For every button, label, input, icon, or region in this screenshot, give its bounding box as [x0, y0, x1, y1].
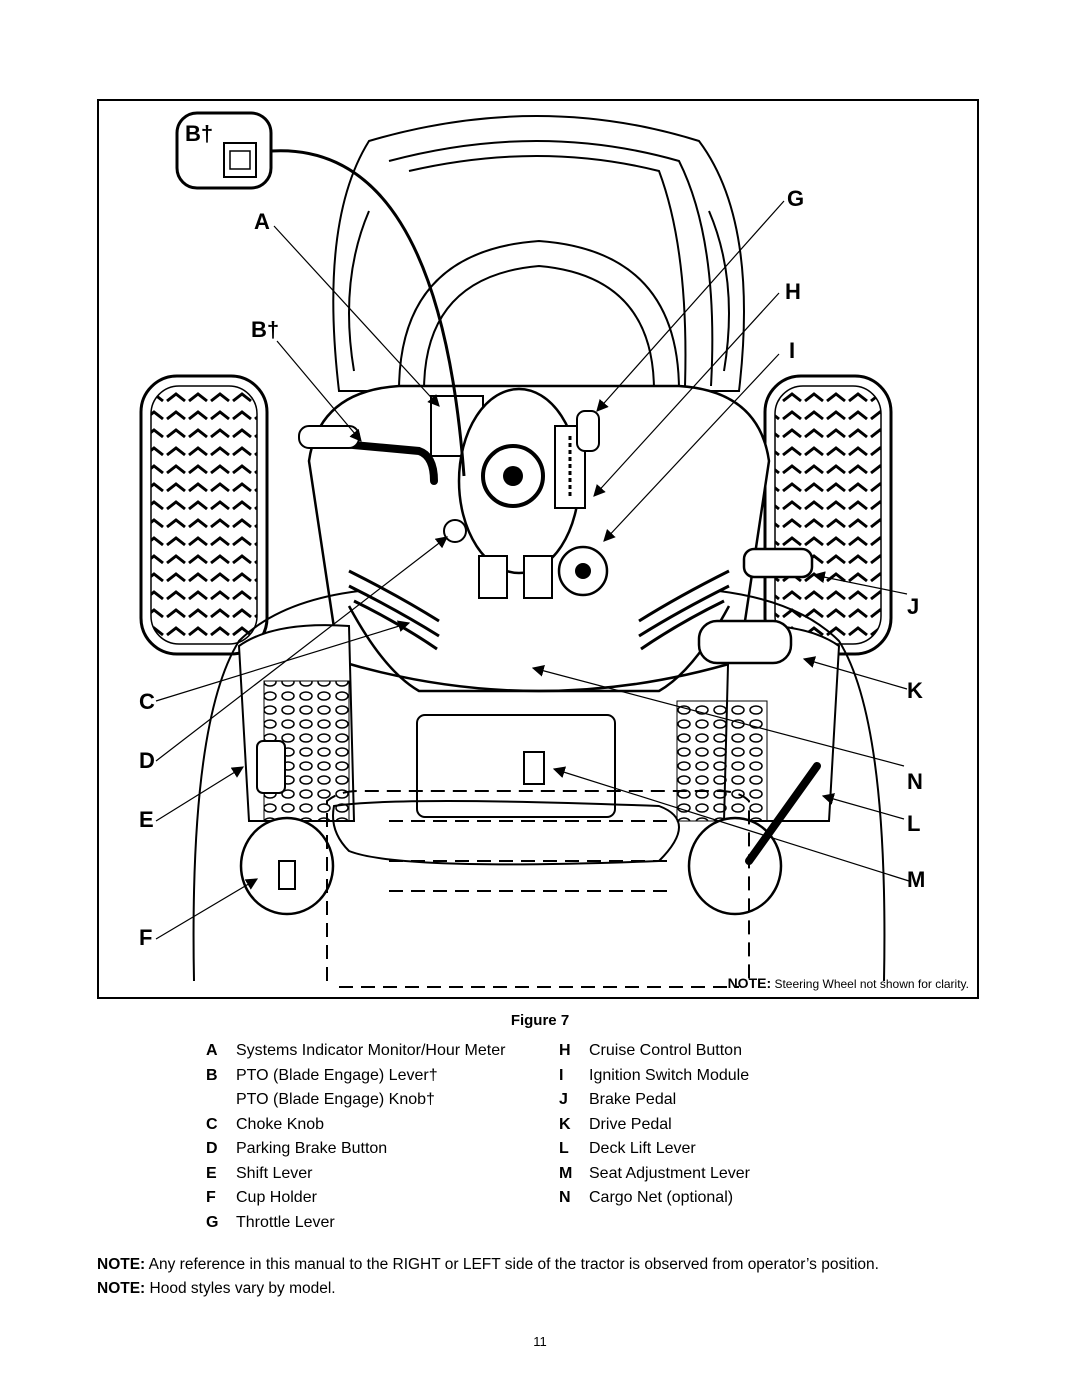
figure-frame: B† A B† G H I J C K D N E L M F NOTE: St… — [97, 99, 979, 999]
drive-pedal — [697, 619, 793, 665]
dash-console — [298, 384, 771, 693]
legend-label: Choke Knob — [236, 1115, 325, 1133]
legend-key: G — [206, 1213, 219, 1231]
legend-key: D — [206, 1140, 218, 1157]
legend-key: N — [559, 1189, 571, 1206]
callout-h: H — [785, 279, 801, 304]
legend-key: B — [206, 1066, 218, 1084]
legend-label: Systems Indicator Monitor/Hour Meter — [236, 1042, 506, 1059]
left-rear-wheel — [139, 374, 269, 656]
legend-label: Throttle Lever — [236, 1213, 335, 1231]
legend-key: K — [559, 1115, 571, 1133]
pto-knob-inset — [175, 111, 466, 477]
legend-label: PTO (Blade Engage) Lever† — [236, 1066, 438, 1084]
legend-label: Cruise Control Button — [589, 1042, 742, 1059]
note-left-right: NOTE: Any reference in this manual to th… — [97, 1256, 879, 1274]
legend-key: I — [559, 1066, 564, 1084]
note-label: NOTE: — [97, 1280, 146, 1297]
callout-j: J — [907, 594, 920, 619]
callout-g: G — [787, 186, 805, 211]
callout-a: A — [254, 209, 270, 234]
figure-note-label: NOTE: — [727, 975, 772, 991]
legend-key: H — [559, 1042, 571, 1059]
legend-key: F — [206, 1189, 216, 1206]
callout-c: C — [139, 689, 155, 714]
callout-f: F — [139, 925, 153, 950]
legend-label: Drive Pedal — [589, 1115, 672, 1133]
tractor-illustration — [139, 111, 910, 988]
legend-label: Parking Brake Button — [236, 1140, 388, 1157]
page-number: 11 — [533, 1334, 547, 1349]
legend-label: Brake Pedal — [589, 1091, 677, 1108]
figure-note: NOTE: Steering Wheel not shown for clari… — [728, 975, 969, 991]
parking-brake-button — [443, 519, 467, 543]
figure-caption: Figure 7 — [510, 1012, 570, 1029]
callout-l: L — [907, 811, 921, 836]
seat — [332, 800, 680, 866]
legend-label: Cargo Net (optional) — [589, 1189, 734, 1206]
legend-label: Seat Adjustment Lever — [589, 1164, 750, 1182]
legend-key: C — [206, 1115, 218, 1133]
right-control-panel — [676, 547, 841, 916]
pto-lever — [298, 425, 360, 449]
callout-b: B† — [251, 317, 280, 342]
callout-d: D — [139, 748, 155, 773]
shift-lever — [256, 740, 286, 794]
throttle-lever — [576, 410, 600, 452]
legend-key: L — [559, 1140, 569, 1157]
hood — [332, 115, 745, 392]
note-hood-styles: NOTE: Hood styles vary by model. — [97, 1280, 336, 1298]
note-label: NOTE: — [97, 1256, 146, 1273]
figure-note-text: Steering Wheel not shown for clarity. — [771, 977, 969, 991]
deck-lift-lever — [745, 762, 821, 865]
callout-e: E — [139, 807, 154, 832]
legend-label: PTO (Blade Engage) Knob† — [236, 1091, 435, 1108]
left-control-panel — [237, 624, 356, 916]
legend-label: Deck Lift Lever — [589, 1140, 696, 1157]
note-text: Any reference in this manual to the RIGH… — [145, 1256, 879, 1273]
legend-key: E — [206, 1164, 217, 1182]
leader-lines — [155, 200, 910, 940]
callout-i: I — [789, 338, 796, 363]
callout-m: M — [907, 867, 926, 892]
legend-key: J — [559, 1091, 568, 1108]
legend-label: Ignition Switch Module — [589, 1066, 750, 1084]
legend-key: A — [206, 1042, 218, 1059]
callout-b-inset: B† — [185, 121, 214, 146]
brake-pedal — [742, 547, 814, 579]
seat-outline — [326, 790, 750, 988]
legend-key: M — [559, 1164, 573, 1182]
callout-k: K — [907, 678, 923, 703]
legend-label: Shift Lever — [236, 1164, 313, 1182]
legend-label: Cup Holder — [236, 1189, 317, 1206]
right-rear-wheel — [763, 374, 893, 656]
callout-n: N — [907, 769, 923, 794]
note-text: Hood styles vary by model. — [145, 1280, 336, 1297]
